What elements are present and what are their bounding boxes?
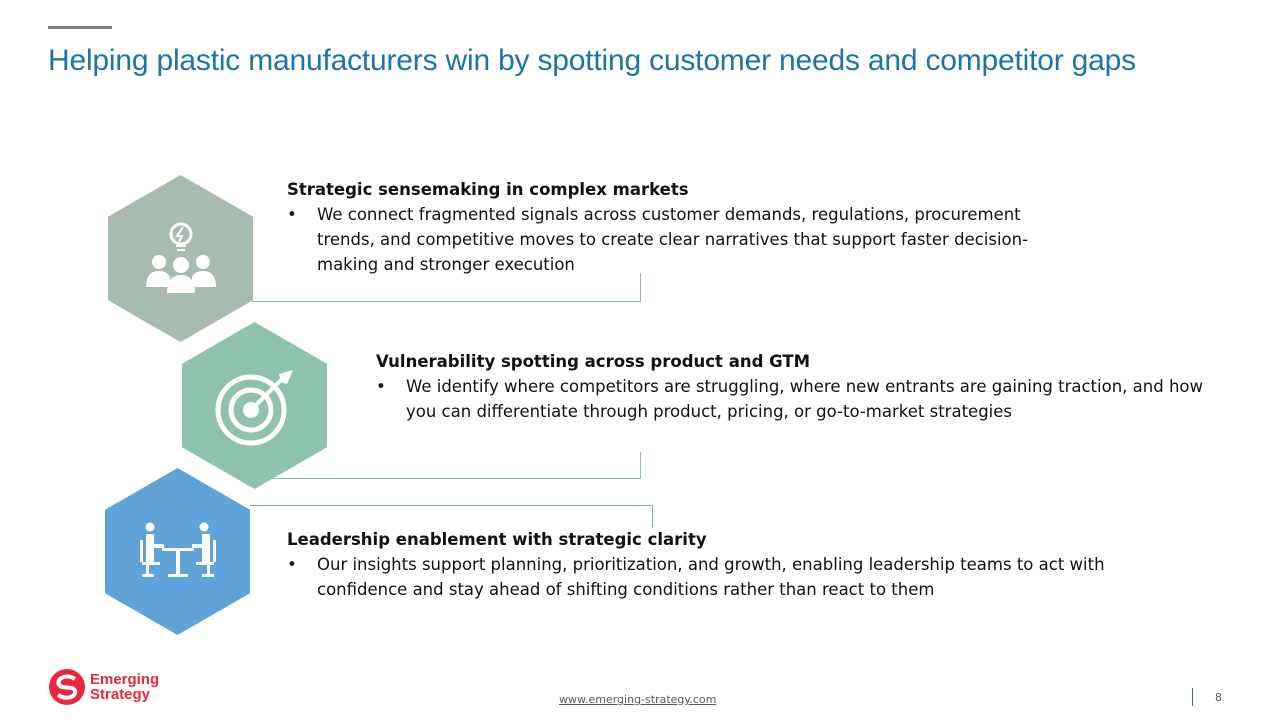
logo-mark-icon — [49, 669, 85, 705]
bullet-dot: • — [376, 377, 386, 396]
bullet-dot: • — [287, 205, 297, 224]
page-number: 8 — [1215, 691, 1222, 704]
lightbulb-team-icon — [145, 222, 216, 293]
logo-text-line1: Emerging — [90, 671, 160, 688]
emerging-strategy-logo: Emerging Strategy — [48, 668, 159, 706]
item-heading: Strategic sensemaking in complex markets — [287, 180, 689, 199]
connector-line-2 — [270, 478, 641, 479]
bullet-dot: • — [287, 555, 297, 574]
hexagon-1 — [108, 175, 253, 342]
hexagon-2 — [182, 322, 327, 489]
item-bullet: We identify where competitors are strugg… — [406, 377, 1203, 421]
connector-line-1-vertical — [640, 273, 641, 302]
hexagon-3 — [105, 468, 250, 635]
connector-line-2-vertical — [640, 452, 641, 479]
logo-text-line2: Strategy — [90, 686, 151, 703]
item-heading: Vulnerability spotting across product an… — [376, 352, 811, 371]
item-bullet: Our insights support planning, prioritiz… — [317, 555, 1105, 599]
page-number-divider — [1192, 688, 1193, 706]
item-2: Vulnerability spotting across product an… — [376, 349, 1206, 424]
page-title: Helping plastic manufacturers win by spo… — [48, 44, 1136, 77]
meeting-table-icon — [139, 522, 216, 577]
connector-line-3 — [250, 505, 653, 506]
item-bullet: We connect fragmented signals across cus… — [317, 205, 1029, 274]
connector-line-3-vertical — [652, 505, 653, 527]
website-link[interactable]: www.emerging-strategy.com — [559, 693, 717, 706]
title-accent-bar — [48, 26, 112, 29]
item-1: Strategic sensemaking in complex markets… — [287, 177, 1077, 277]
item-3: Leadership enablement with strategic cla… — [287, 527, 1117, 602]
connector-line-1 — [252, 301, 641, 302]
target-arrow-icon — [215, 369, 293, 445]
item-heading: Leadership enablement with strategic cla… — [287, 530, 707, 549]
